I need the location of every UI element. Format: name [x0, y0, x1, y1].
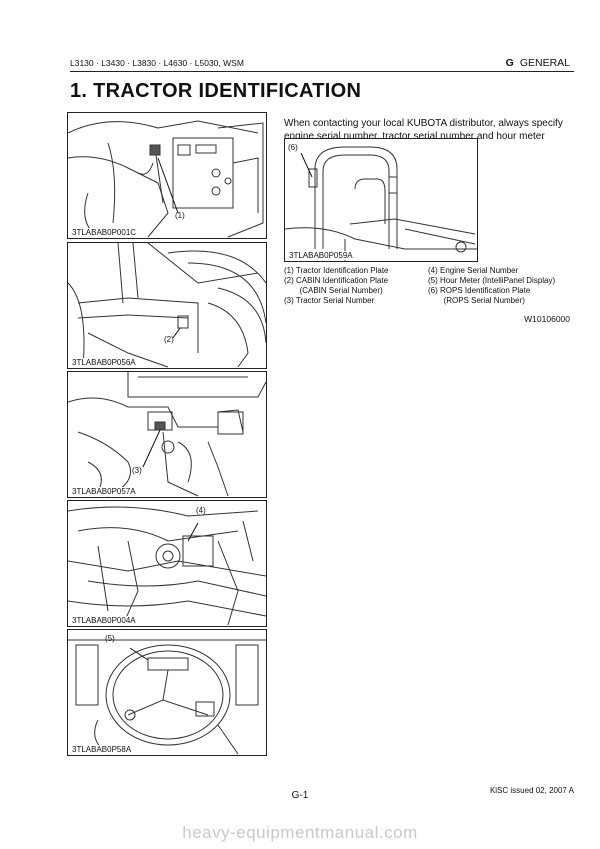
figure-5-drawing	[68, 639, 266, 755]
figure-1-callout: (1)	[175, 211, 185, 220]
figure-3-drawing	[68, 372, 266, 497]
figure-4-drawing	[68, 506, 266, 626]
legend-item: (2) CABIN Identification Plate	[284, 276, 389, 285]
figure-4-callout: (4)	[196, 506, 206, 515]
page-number: G-1	[291, 790, 309, 801]
issue-note: KiSC issued 02, 2007 A	[489, 786, 574, 795]
figure-4: (4) 3TLABAB0P004A	[67, 500, 267, 627]
figure-2: (2) 3TLABAB0P056A	[67, 242, 267, 369]
figure-5-code: 3TLABAB0P58A	[71, 745, 133, 754]
figure-1-code: 3TLABAB0P001C	[71, 228, 138, 237]
legend-item: (6) ROPS Identification Plate	[428, 286, 531, 295]
figure-5-callout: (5)	[105, 634, 115, 643]
figure-1: (1) 3TLABAB0P001C	[67, 112, 267, 239]
figure-3-callout: (3)	[132, 466, 142, 475]
figure-5: (5) 3TLABAB0P58A	[67, 629, 267, 756]
figure-2-drawing	[68, 243, 266, 368]
page-title: 1. TRACTOR IDENTIFICATION	[70, 80, 362, 102]
figure-3: (3) 3TLABAB0P057A	[67, 371, 267, 498]
figure-4-code: 3TLABAB0P004A	[71, 616, 137, 625]
header-models: L3130 · L3430 · L3830 · L4630 · L5030, W…	[70, 58, 244, 68]
header-section: G GENERAL	[506, 57, 570, 69]
header-rule	[70, 71, 574, 72]
legend-item: (4) Engine Serial Number	[428, 266, 519, 275]
legend-item: (5) Hour Meter (IntelliPanel Display)	[428, 276, 556, 285]
figure-6: (6) 3TLABAB0P059A	[284, 138, 478, 262]
watermark: heavy-equipmentmanual.com	[182, 823, 418, 842]
figure-1-drawing	[68, 120, 264, 238]
figure-6-drawing	[285, 146, 477, 261]
figure-3-code: 3TLABAB0P057A	[71, 487, 137, 496]
legend-left: (1) Tractor Identification Plate (2) CAB…	[284, 266, 389, 306]
section-letter: G	[505, 57, 514, 69]
figure-2-code: 3TLABAB0P056A	[71, 358, 137, 367]
figure-2-callout: (2)	[164, 335, 174, 344]
legend-item: (1) Tractor Identification Plate	[284, 266, 389, 275]
legend-item: (3) Tractor Serial Number	[284, 296, 375, 305]
reference-code: W10106000	[524, 314, 570, 324]
figure-6-code: 3TLABAB0P059A	[288, 251, 354, 260]
legend-item: (ROPS Serial Number)	[428, 296, 525, 305]
legend-item: (CABIN Serial Number)	[284, 286, 383, 295]
figure-6-callout: (6)	[288, 143, 298, 152]
legend-right: (4) Engine Serial Number (5) Hour Meter …	[428, 266, 555, 306]
section-name: GENERAL	[519, 57, 570, 69]
